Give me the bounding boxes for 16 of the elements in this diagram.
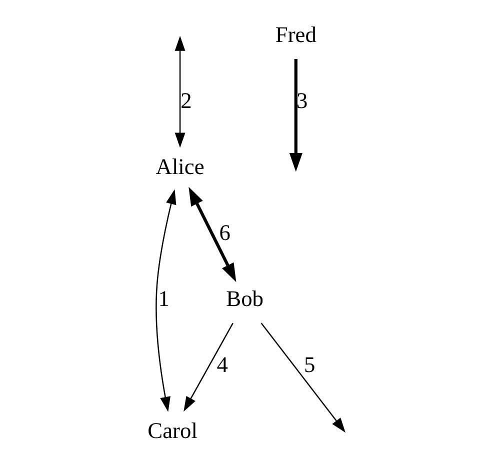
edge-label: 3 bbox=[296, 87, 308, 112]
edge-label: 5 bbox=[304, 352, 316, 377]
arrow bbox=[289, 58, 302, 172]
edge-label: 1 bbox=[158, 286, 170, 311]
arrow bbox=[174, 35, 186, 148]
edge-label: 2 bbox=[180, 87, 192, 112]
node-text: Carol bbox=[148, 418, 198, 443]
edge-label: 4 bbox=[216, 352, 228, 377]
edge-label: 6 bbox=[219, 219, 230, 244]
arrow bbox=[260, 322, 346, 432]
node-text: Alice bbox=[156, 153, 204, 178]
arrow bbox=[188, 186, 236, 282]
node-text: Bob bbox=[226, 286, 264, 311]
arrow bbox=[156, 188, 176, 412]
node-text: Fred bbox=[275, 21, 316, 46]
arrow bbox=[184, 322, 234, 412]
